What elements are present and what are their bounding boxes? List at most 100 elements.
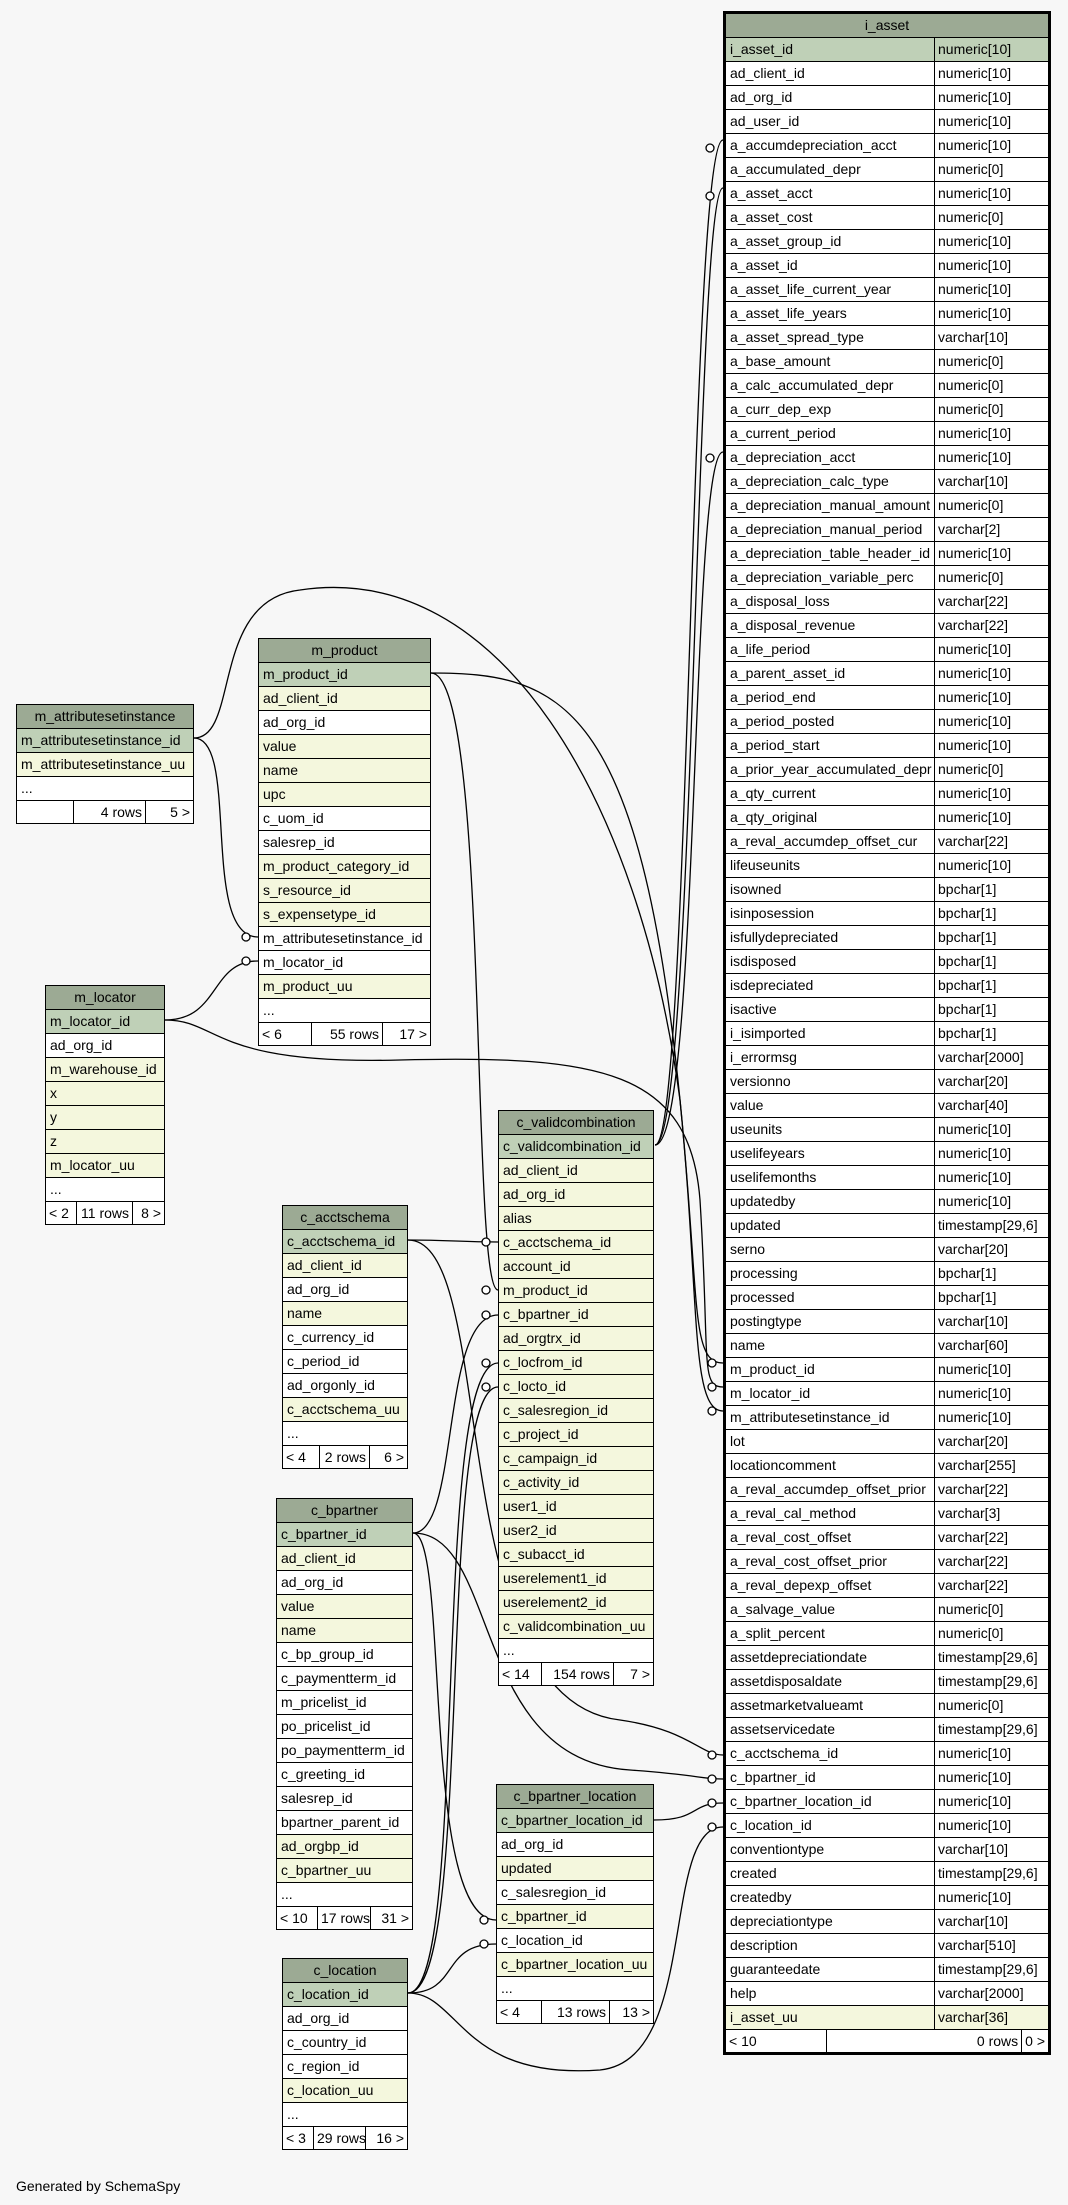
column-row[interactable]: c_period_id: [283, 1350, 407, 1374]
parents-count-link[interactable]: < 2: [49, 1205, 69, 1221]
column-row[interactable]: salesrep_id: [259, 831, 430, 855]
column-row[interactable]: m_attributesetinstance_id: [17, 729, 193, 753]
column-row[interactable]: userelement1_id: [499, 1567, 653, 1591]
column-row[interactable]: c_bpartner_uu: [277, 1859, 412, 1883]
table-title[interactable]: c_acctschema: [283, 1206, 407, 1230]
column-row[interactable]: bpartner_parent_id: [277, 1811, 412, 1835]
parents-count-link[interactable]: < 10: [280, 1910, 308, 1926]
parents-count-link[interactable]: < 14: [502, 1666, 530, 1682]
column-row[interactable]: ...: [497, 1977, 653, 2001]
column-row[interactable]: c_project_id: [499, 1423, 653, 1447]
column-row[interactable]: name: [277, 1619, 412, 1643]
column-row[interactable]: user1_id: [499, 1495, 653, 1519]
parents-count-link[interactable]: < 6: [262, 1026, 282, 1042]
children-count-link[interactable]: 7 >: [613, 1663, 653, 1685]
column-row[interactable]: ad_orgbp_id: [277, 1835, 412, 1859]
column-row[interactable]: c_salesregion_id: [497, 1881, 653, 1905]
column-row[interactable]: ...: [277, 1883, 412, 1907]
column-row[interactable]: name: [259, 759, 430, 783]
children-count-link[interactable]: 5 >: [145, 801, 193, 823]
column-row[interactable]: m_product_id: [499, 1279, 653, 1303]
column-row[interactable]: m_product_category_id: [259, 855, 430, 879]
column-row[interactable]: po_pricelist_id: [277, 1715, 412, 1739]
column-row[interactable]: c_campaign_id: [499, 1447, 653, 1471]
children-count-link[interactable]: 0 >: [1021, 2030, 1048, 2052]
column-row[interactable]: m_pricelist_id: [277, 1691, 412, 1715]
column-row[interactable]: ad_client_id: [499, 1159, 653, 1183]
column-row[interactable]: m_locator_id: [46, 1010, 164, 1034]
column-row[interactable]: c_bpartner_id: [277, 1523, 412, 1547]
column-row[interactable]: c_location_id: [497, 1929, 653, 1953]
table-title[interactable]: c_bpartner_location: [497, 1785, 653, 1809]
column-row[interactable]: c_acctschema_id: [283, 1230, 407, 1254]
column-row[interactable]: ad_org_id: [283, 2007, 407, 2031]
table-title[interactable]: m_attributesetinstance: [17, 705, 193, 729]
column-row[interactable]: s_expensetype_id: [259, 903, 430, 927]
column-row[interactable]: m_attributesetinstance_uu: [17, 753, 193, 777]
column-row[interactable]: ad_client_id: [283, 1254, 407, 1278]
column-row[interactable]: c_locto_id: [499, 1375, 653, 1399]
column-row[interactable]: ad_client_id: [259, 687, 430, 711]
column-row[interactable]: c_bpartner_id: [499, 1303, 653, 1327]
column-row[interactable]: m_product_uu: [259, 975, 430, 999]
column-row[interactable]: c_locfrom_id: [499, 1351, 653, 1375]
column-row[interactable]: m_warehouse_id: [46, 1058, 164, 1082]
column-row[interactable]: ad_orgtrx_id: [499, 1327, 653, 1351]
column-row[interactable]: z: [46, 1130, 164, 1154]
column-row[interactable]: c_region_id: [283, 2055, 407, 2079]
column-row[interactable]: m_product_id: [259, 663, 430, 687]
column-row[interactable]: ad_client_id: [277, 1547, 412, 1571]
column-row[interactable]: x: [46, 1082, 164, 1106]
column-row[interactable]: ad_org_id: [259, 711, 430, 735]
column-row[interactable]: m_locator_uu: [46, 1154, 164, 1178]
column-row[interactable]: ad_org_id: [499, 1183, 653, 1207]
column-row[interactable]: c_acctschema_id: [499, 1231, 653, 1255]
column-row[interactable]: ad_org_id: [497, 1833, 653, 1857]
column-row[interactable]: c_activity_id: [499, 1471, 653, 1495]
column-row[interactable]: user2_id: [499, 1519, 653, 1543]
column-row[interactable]: value: [277, 1595, 412, 1619]
